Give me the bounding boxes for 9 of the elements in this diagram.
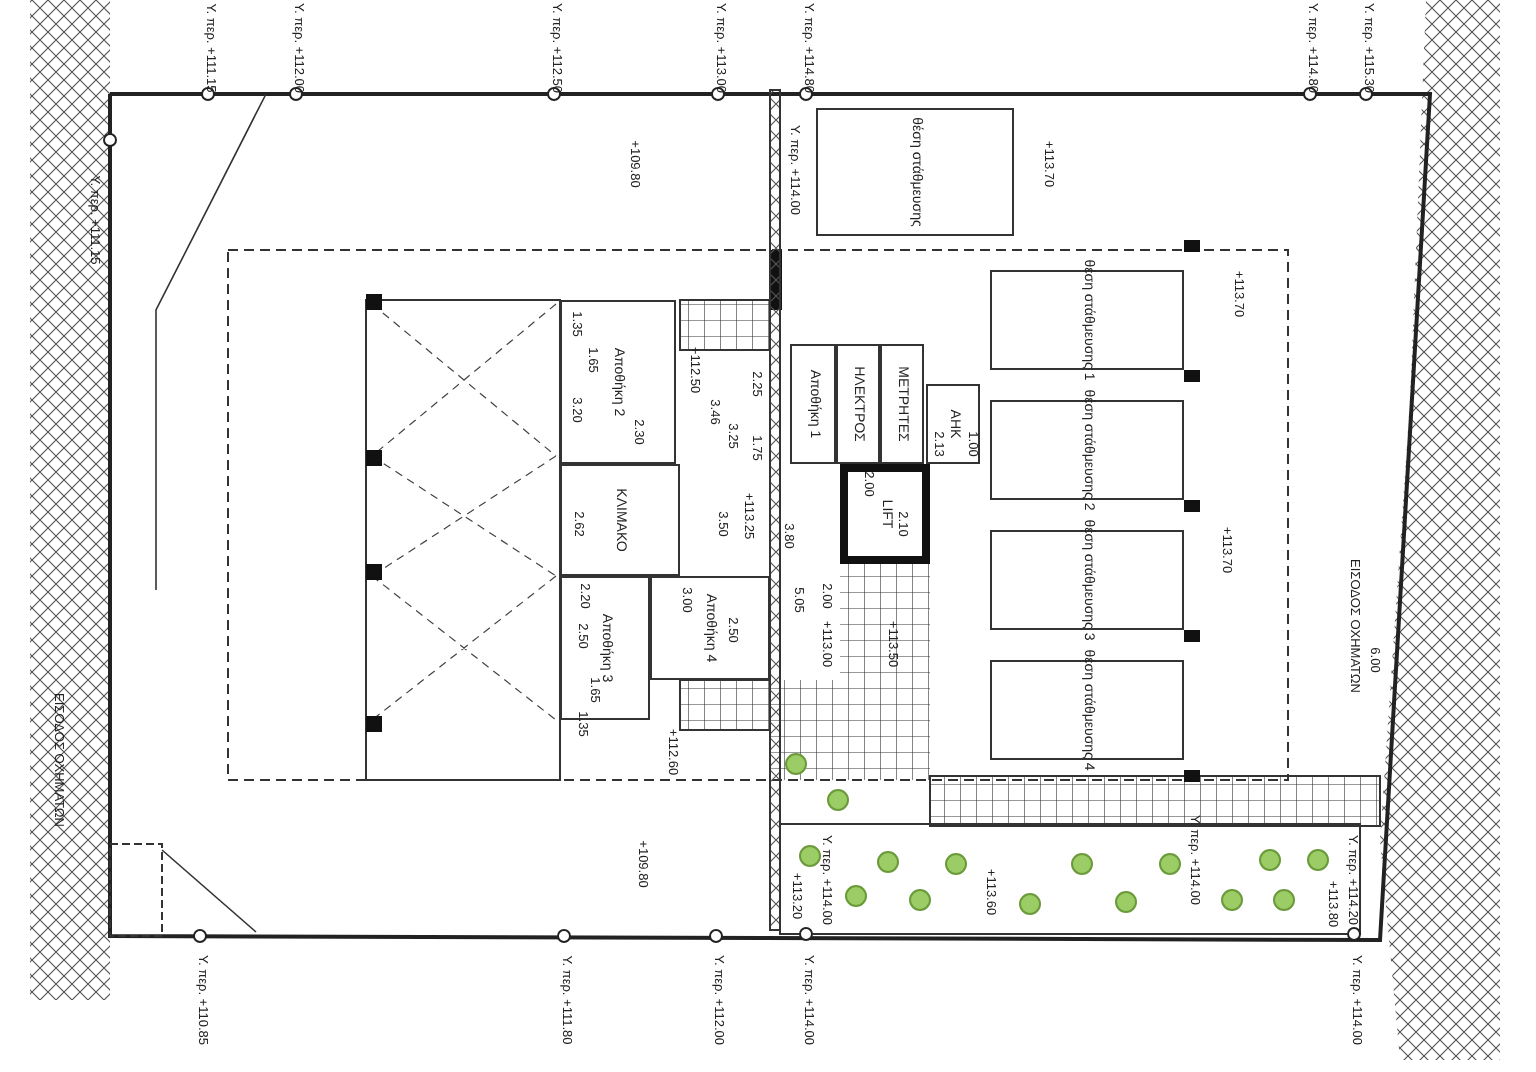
room-outline bbox=[926, 384, 980, 464]
room-outline bbox=[836, 344, 880, 464]
accessible-parking-space bbox=[816, 108, 1014, 236]
room-outline bbox=[560, 300, 676, 464]
room-outline bbox=[650, 576, 770, 680]
lift-shaft bbox=[840, 464, 930, 564]
room-outline bbox=[790, 344, 836, 464]
stair-core bbox=[560, 464, 680, 576]
room-outline bbox=[880, 344, 924, 464]
